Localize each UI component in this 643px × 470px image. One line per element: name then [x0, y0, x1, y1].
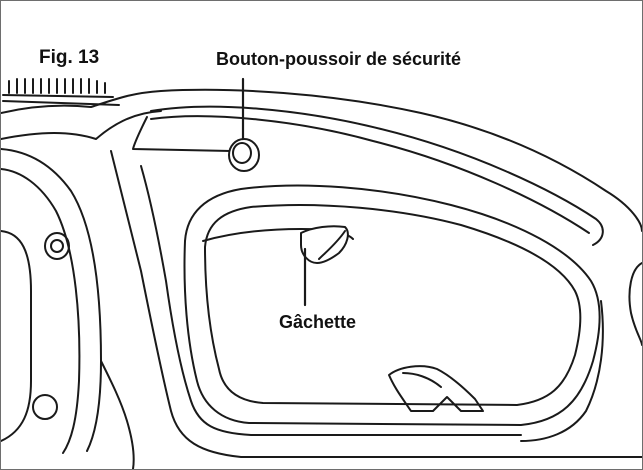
safety-button-label: Bouton-poussoir de sécurité	[216, 49, 462, 69]
figure-number: Fig. 13	[39, 47, 100, 68]
left-grip-panel	[1, 148, 135, 469]
safety-button-shape	[228, 138, 260, 172]
body-lower	[110, 150, 642, 458]
trigger-label: Gâchette	[279, 312, 357, 332]
hand-guard-hook	[388, 365, 484, 412]
trigger-shape	[300, 225, 349, 264]
housing-outline	[1, 88, 642, 346]
handle-loop	[183, 184, 601, 426]
knob-ridges	[2, 78, 120, 106]
leader-lines	[241, 77, 307, 307]
